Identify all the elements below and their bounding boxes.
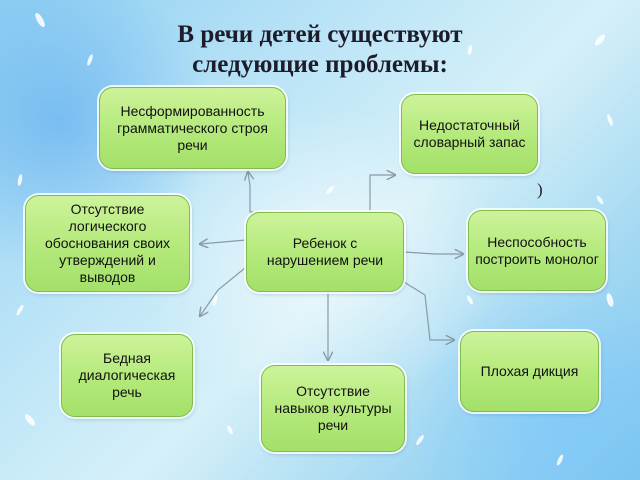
node-diction: Плохая дикция — [460, 331, 599, 412]
node-monologue: Неспособность построить монолог — [468, 210, 606, 291]
connector-logic — [200, 240, 247, 244]
page-title: В речи детей существуют следующие пробле… — [90, 20, 550, 80]
connector-grammar — [248, 172, 270, 213]
node-grammar: Несформированность грамматического строя… — [99, 87, 286, 169]
sparkles — [16, 12, 614, 466]
title-line-2: следующие проблемы: — [192, 51, 448, 78]
node-logic: Отсутствие логического обоснования своих… — [25, 195, 190, 292]
connector-monologue — [403, 252, 463, 254]
connector-diction — [403, 281, 454, 340]
connectors — [200, 172, 463, 360]
node-culture: Отсутствие навыков культуры речи — [261, 365, 405, 452]
title-line-1: В речи детей существуют — [177, 21, 463, 48]
connector-vocabulary — [369, 175, 395, 212]
connector-dialogue — [200, 267, 246, 316]
node-vocabulary: Недостаточный словарный запас — [401, 94, 538, 174]
node-dialogue: Бедная диалогическая речь — [61, 334, 193, 417]
stray-mark: ) — [537, 180, 543, 199]
node-center: Ребенок с нарушением речи — [246, 212, 404, 292]
